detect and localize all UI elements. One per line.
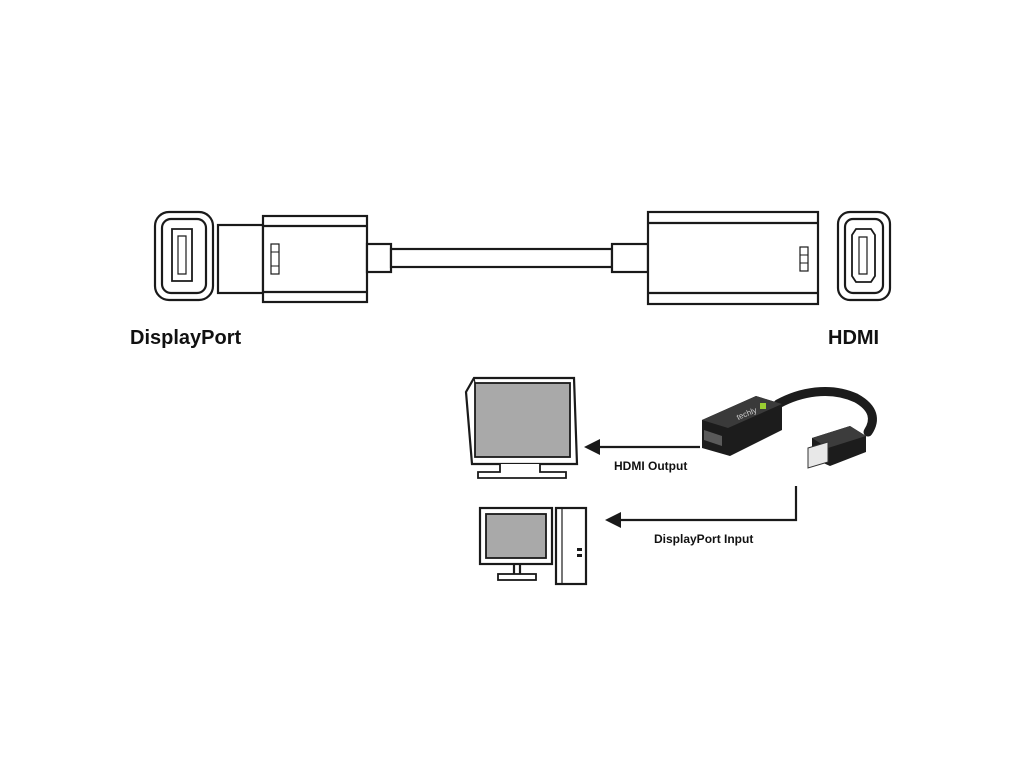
desktop-computer-icon <box>478 506 588 586</box>
brand-logo-icon <box>760 403 766 409</box>
hdmi-port-icon <box>836 210 892 302</box>
hdmi-output-label: HDMI Output <box>614 459 687 473</box>
displayport-port-icon <box>153 210 215 302</box>
displayport-label: DisplayPort <box>130 327 241 349</box>
displayport-input-arrow-icon <box>605 486 798 528</box>
cable-drawing <box>153 210 892 306</box>
dp-to-hdmi-adapter-icon: techly <box>702 386 877 469</box>
hdmi-label: HDMI <box>828 327 879 349</box>
hdmi-output-arrow-icon <box>584 439 700 455</box>
displayport-input-label: DisplayPort Input <box>654 532 753 546</box>
displayport-plug-icon <box>216 214 393 304</box>
tv-monitor-icon <box>464 376 579 479</box>
hdmi-adapter-end-icon <box>610 210 820 306</box>
cable <box>389 247 614 269</box>
